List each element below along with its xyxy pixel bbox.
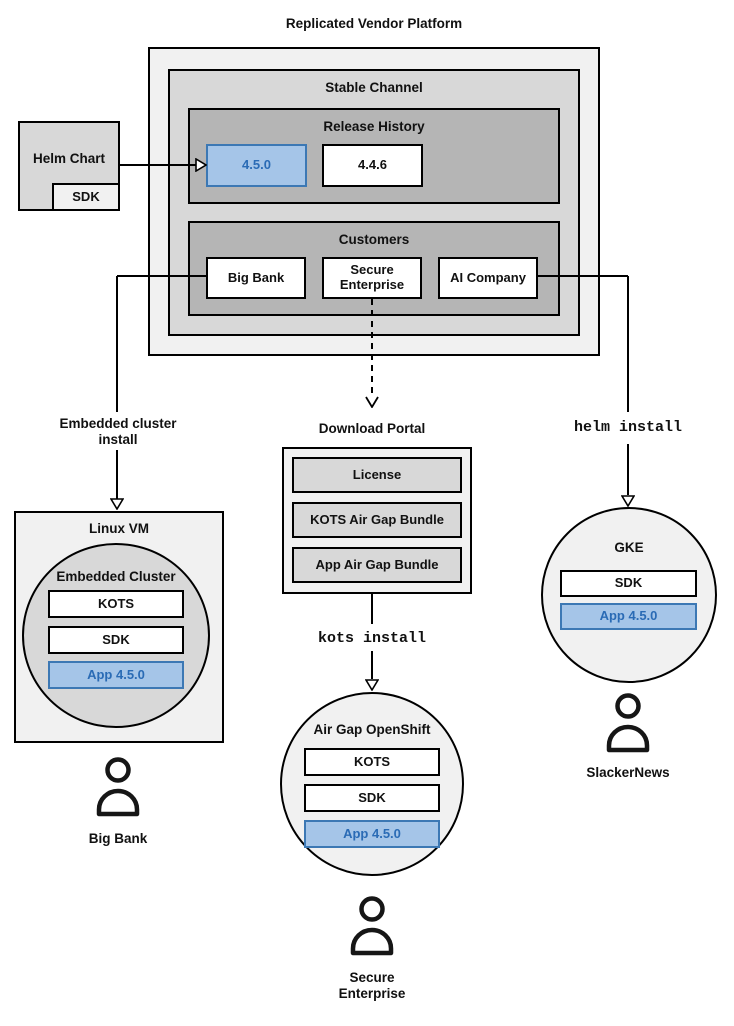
down-arrowhead-icon <box>110 498 124 510</box>
component-sdk: SDK <box>48 626 184 654</box>
user-label-big-bank: Big Bank <box>88 831 148 846</box>
embedded-install-label: Embedded cluster install <box>59 416 177 447</box>
big-bank-connector-v1 <box>116 276 118 412</box>
user-label-slackernews: SlackerNews <box>586 765 670 780</box>
component-sdk: SDK <box>304 784 440 812</box>
release-history-label: Release History <box>323 119 425 134</box>
user-icon <box>350 896 394 956</box>
gke-label: GKE <box>614 540 644 555</box>
user-icon <box>96 757 140 817</box>
customer-big-bank: Big Bank <box>206 257 306 299</box>
component-sdk: SDK <box>560 570 697 597</box>
portal-item-kots-bundle: KOTS Air Gap Bundle <box>292 502 462 538</box>
component-kots: KOTS <box>48 590 184 618</box>
down-arrowhead-icon <box>365 679 379 691</box>
release-box-446: 4.4.6 <box>322 144 423 187</box>
linux-vm-label: Linux VM <box>89 521 149 536</box>
ai-company-connector-h <box>538 275 628 277</box>
secure-enterprise-dashed-connector <box>371 299 373 396</box>
right-arrowhead-icon <box>195 158 207 172</box>
customer-secure-enterprise: Secure Enterprise <box>322 257 422 299</box>
component-app: App 4.5.0 <box>48 661 184 689</box>
customer-ai-company: AI Company <box>438 257 538 299</box>
kots-install-label: kots install <box>317 630 427 647</box>
kots-install-connector-v1 <box>371 594 373 624</box>
portal-item-license: License <box>292 457 462 493</box>
big-bank-connector-h <box>117 275 206 277</box>
big-bank-connector-v2 <box>116 450 118 499</box>
component-kots: KOTS <box>304 748 440 776</box>
kots-install-connector-v2 <box>371 651 373 679</box>
embedded-cluster-label: Embedded Cluster <box>56 569 176 584</box>
component-app: App 4.5.0 <box>560 603 697 630</box>
customers-label: Customers <box>338 232 410 247</box>
diagram-title: Replicated Vendor Platform <box>285 16 463 31</box>
release-box-450: 4.5.0 <box>206 144 307 187</box>
open-arrowhead-icon <box>365 396 379 408</box>
user-icon <box>606 693 650 753</box>
component-app: App 4.5.0 <box>304 820 440 848</box>
ai-company-connector-v2 <box>627 444 629 495</box>
user-label-secure-enterprise: Secure Enterprise <box>338 970 406 1001</box>
stable-channel-label: Stable Channel <box>325 80 423 95</box>
helm-chart-label: Helm Chart <box>32 151 105 166</box>
portal-item-app-bundle: App Air Gap Bundle <box>292 547 462 583</box>
airgap-openshift-label: Air Gap OpenShift <box>313 722 431 737</box>
helm-to-release-line <box>120 164 197 166</box>
ai-company-connector-v1 <box>627 276 629 412</box>
down-arrowhead-icon <box>621 495 635 507</box>
helm-sdk-box: SDK <box>52 183 120 211</box>
download-portal-label: Download Portal <box>318 421 426 436</box>
helm-install-label: helm install <box>573 419 683 436</box>
